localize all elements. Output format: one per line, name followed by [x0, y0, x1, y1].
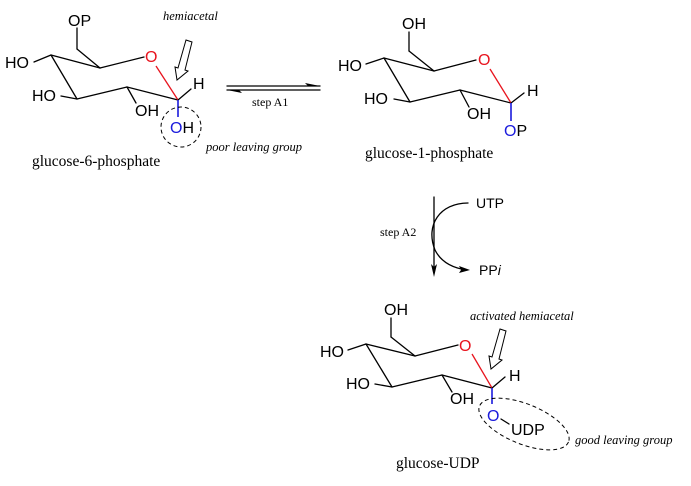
reverse-arrowhead-icon [227, 90, 242, 93]
bond-c4-c3 [383, 57, 411, 103]
ppi-main: PP [479, 262, 498, 278]
hollow-arrow-icon [174, 39, 193, 81]
activated-hemiacetal-annotation: activated hemiacetal [470, 309, 574, 323]
bond-c4-c3 [365, 343, 393, 388]
ring-oxygen: O [145, 49, 157, 66]
c4-substituent: HO [338, 58, 362, 75]
c1-hydrogen: H [193, 76, 205, 93]
reagent-utp: UTP [476, 195, 504, 211]
bond-c1-h [510, 92, 525, 104]
reaction-arrow-step-a2: step A2 UTP PPi [380, 195, 504, 278]
leaving-group-circle [160, 106, 202, 148]
byproduct-ppi: PPi [479, 262, 502, 278]
poor-leaving-group-annotation: poor leaving group [205, 140, 302, 154]
c2-substituent: OH [135, 103, 159, 120]
anomeric-oxygen: O [504, 123, 516, 140]
bond-c5-c6 [76, 48, 101, 69]
bonds [33, 27, 192, 117]
anomeric-group-rest: H [182, 120, 194, 137]
main-arrowhead-icon [431, 264, 437, 277]
bonds [347, 317, 510, 425]
c3-substituent: HO [32, 88, 56, 105]
c2-substituent: OH [450, 391, 474, 408]
good-leaving-group-annotation: good leaving group [575, 433, 672, 447]
bond-c4-c5 [365, 343, 416, 357]
bond-c1-h [177, 88, 192, 101]
molecule-glucose-udp: OH HO HO OH O H O UDP activated hemiacet… [320, 302, 672, 472]
bond-c4-oh [347, 343, 367, 351]
step-a1-label: step A1 [252, 95, 288, 109]
bond-c3-oh [60, 95, 78, 100]
bond-c4-c5 [50, 54, 101, 69]
forward-arrowhead-icon [305, 83, 320, 86]
c3-substituent: HO [346, 376, 370, 393]
ring-oxygen: O [459, 338, 471, 355]
anomeric-group-rest: P [516, 123, 527, 140]
bond-o-udp [500, 418, 510, 425]
anomeric-oxygen: O [170, 120, 182, 137]
bond-c5-ring-o [433, 59, 477, 72]
c4-substituent: HO [320, 344, 344, 361]
bond-c4-oh [33, 54, 52, 63]
step-a2-label: step A2 [380, 225, 416, 239]
bond-c2-c1 [441, 374, 493, 389]
bond-ring-o-c1 [489, 68, 512, 104]
bond-c5-c6 [390, 336, 416, 357]
bond-c4-c5 [383, 57, 435, 72]
bond-c2-oh [459, 89, 470, 108]
ring-oxygen: O [478, 52, 490, 69]
c6-substituent: OH [402, 16, 426, 33]
curved-reagent-arrow [431, 202, 469, 271]
bond-c1-h [491, 376, 506, 389]
molecule-name: glucose-UDP [396, 455, 480, 472]
bond-ring-o-c1 [471, 353, 493, 389]
bond-c2-c1 [459, 89, 512, 104]
bond-c2-oh [441, 374, 453, 393]
bond-c4-oh [365, 57, 385, 65]
bond-c5-ring-o [414, 344, 459, 357]
c6-substituent: OH [384, 302, 408, 319]
curved-arrowhead-icon [459, 266, 470, 273]
bond-c5-c6 [408, 50, 435, 72]
bond-c3-c2 [409, 89, 461, 103]
bond-c3-c2 [76, 86, 128, 100]
bond-c5-ring-o [99, 56, 145, 69]
bond-c4-c3 [50, 54, 78, 100]
c1-hydrogen: H [509, 368, 521, 385]
anomeric-oxygen: O [487, 408, 499, 425]
equilibrium-arrow-step-a1: step A1 [226, 83, 321, 109]
molecule-glucose-6-phosphate: OP HO HO OH O H OH hemiacetal poor leavi… [5, 9, 302, 170]
hemiacetal-annotation: hemiacetal [163, 9, 218, 23]
c6-substituent: OP [68, 13, 91, 30]
bond-c2-c1 [126, 86, 179, 101]
bond-c3-oh [374, 383, 393, 388]
c4-substituent: HO [5, 55, 29, 72]
molecule-name: glucose-6-phosphate [32, 153, 160, 170]
c1-hydroxyl: OH [170, 120, 194, 137]
udp-group: UDP [511, 422, 545, 439]
ppi-italic: i [498, 262, 502, 278]
bond-c3-oh [393, 98, 411, 103]
bond-c2-oh [126, 86, 137, 104]
c3-substituent: HO [364, 91, 388, 108]
hollow-arrow-icon [488, 328, 507, 370]
c2-substituent: OH [467, 106, 491, 123]
c1-hydrogen: H [527, 83, 539, 100]
c1-phosphate: OP [504, 123, 527, 140]
molecule-glucose-1-phosphate: OH HO HO OH O H OP glucose-1-phosphate [338, 16, 539, 162]
bonds [365, 31, 525, 121]
bond-c3-c2 [391, 374, 443, 388]
molecule-name: glucose-1-phosphate [365, 145, 493, 162]
leaving-group-ellipse [478, 397, 570, 451]
bond-ring-o-c1 [155, 65, 179, 101]
